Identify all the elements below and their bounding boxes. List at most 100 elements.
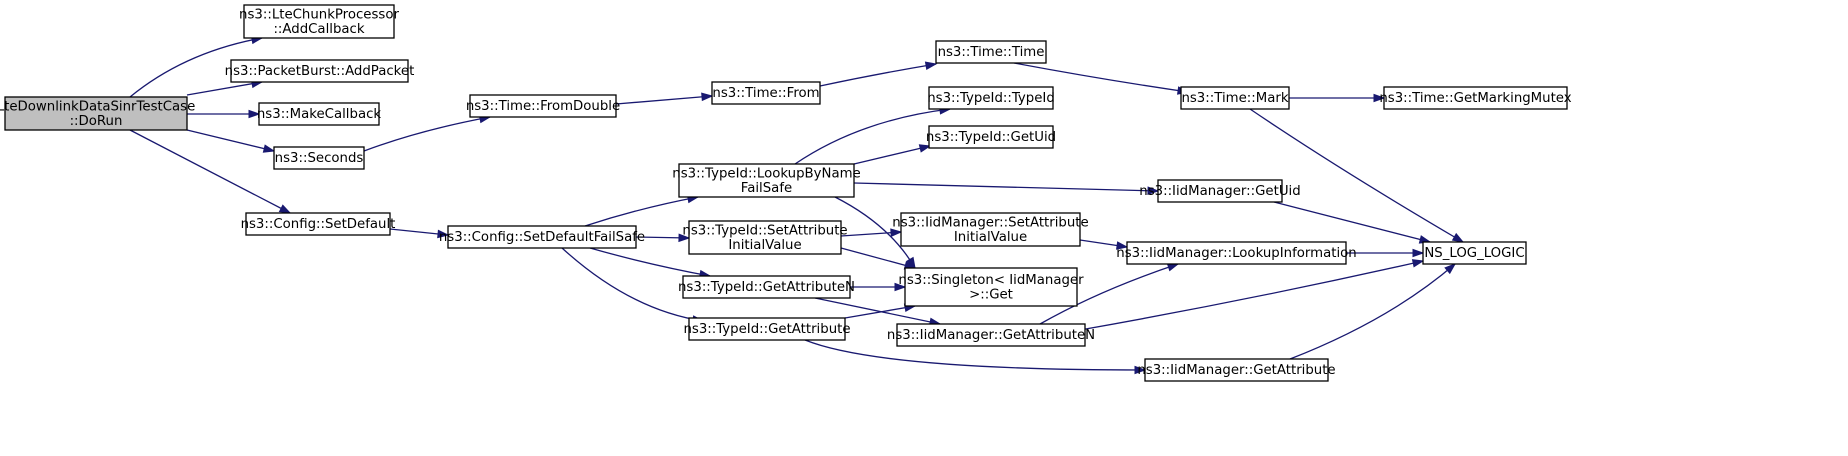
node-box[interactable] — [935, 40, 1047, 64]
node-getmarkingmutex[interactable]: ns3::Time::GetMarkingMutex — [1379, 86, 1572, 110]
edge-line — [853, 145, 931, 165]
node-iidlookupinfo[interactable]: ns3::IidManager::LookupInformation — [1116, 241, 1357, 265]
edge-root-to-setdefault — [129, 129, 292, 214]
arrowhead — [1166, 263, 1180, 272]
arrowhead — [890, 228, 903, 238]
node-box[interactable] — [896, 323, 1086, 347]
node-label: FailSafe — [741, 181, 792, 196]
node-iidgetuid[interactable]: ns3::IidManager::GetUid — [1139, 179, 1301, 203]
node-typeidctor[interactable]: ns3::TypeId::TypeId — [927, 86, 1055, 110]
edge-line — [804, 339, 1146, 371]
arrowhead — [1147, 186, 1160, 195]
node-addcb[interactable]: ns3::LteChunkProcessor::AddCallback — [239, 4, 399, 39]
edge-setdefault-to-setdefaultfailsafe — [389, 228, 450, 239]
edge-setdefaultfailsafe-to-setattrinit — [635, 233, 691, 243]
node-box[interactable] — [1157, 179, 1283, 203]
node-nslog[interactable]: NS_LOG_LOGIC — [1422, 241, 1527, 265]
node-label: ns3::Singleton< IidManager — [898, 273, 1084, 288]
node-getattr[interactable]: ns3::TypeId::GetAttribute — [683, 317, 851, 341]
node-seconds[interactable]: ns3::Seconds — [273, 146, 365, 170]
arrowhead — [918, 144, 932, 153]
edge-line — [589, 247, 711, 277]
arrowhead — [1412, 248, 1425, 258]
node-box[interactable] — [904, 267, 1078, 307]
node-box[interactable] — [230, 59, 409, 83]
node-label: LteDownlinkDataSinrTestCase — [0, 99, 195, 114]
edge-line — [584, 196, 699, 227]
arrowhead — [437, 229, 450, 239]
arrowhead — [1451, 232, 1465, 243]
node-root[interactable]: LteDownlinkDataSinrTestCase::DoRun — [0, 96, 195, 131]
edge-line — [1249, 108, 1464, 243]
node-iidsetattrinit[interactable]: ns3::IidManager::SetAttributeInitialValu… — [892, 212, 1089, 247]
edge-line — [1289, 263, 1456, 360]
node-label: ns3::Config::SetDefaultFailSafe — [439, 230, 645, 245]
node-box[interactable] — [928, 125, 1054, 149]
node-box[interactable] — [682, 275, 851, 299]
arrowhead — [278, 204, 292, 214]
node-box[interactable] — [711, 81, 821, 105]
node-label: >::Get — [969, 287, 1013, 302]
node-singleton[interactable]: ns3::Singleton< IidManager>::Get — [898, 267, 1084, 307]
arrowhead — [1444, 263, 1457, 275]
node-box[interactable] — [447, 225, 637, 249]
node-label: ns3::Time::GetMarkingMutex — [1379, 91, 1571, 106]
node-box[interactable] — [678, 163, 855, 198]
node-addpkt[interactable]: ns3::PacketBurst::AddPacket — [225, 59, 415, 83]
edge-line — [1013, 62, 1189, 93]
node-label: ns3::TypeId::TypeId — [927, 91, 1055, 106]
edge-line — [129, 129, 291, 214]
node-label: ns3::Time::FromDouble — [466, 99, 620, 114]
node-label: ns3::IidManager::GetAttribute — [1137, 363, 1335, 378]
edge-line — [615, 95, 713, 105]
node-box[interactable] — [1144, 358, 1329, 382]
arrowhead — [678, 233, 691, 243]
node-box[interactable] — [928, 86, 1054, 110]
edge-line — [814, 297, 941, 325]
node-setdefault[interactable]: ns3::Config::SetDefault — [241, 212, 396, 236]
node-typeidgetuid[interactable]: ns3::TypeId::GetUid — [926, 125, 1056, 149]
nodes-layer: LteDownlinkDataSinrTestCase::DoRun ns3::L… — [0, 4, 1572, 382]
node-box[interactable] — [688, 220, 842, 255]
node-getattrn[interactable]: ns3::TypeId::GetAttributeN — [678, 275, 855, 299]
edge-getattr-to-iidgetattr — [804, 339, 1147, 375]
node-label: ns3::Seconds — [275, 151, 364, 166]
node-box[interactable] — [1383, 86, 1568, 110]
node-label: ns3::PacketBurst::AddPacket — [225, 64, 415, 79]
edge-line — [186, 129, 275, 152]
edge-lookupbyname-to-iidgetuid — [853, 182, 1160, 195]
node-box[interactable] — [258, 102, 380, 126]
node-label: ns3::IidManager::GetUid — [1139, 184, 1300, 199]
node-box[interactable] — [1422, 241, 1527, 265]
node-box[interactable] — [1126, 241, 1347, 265]
node-mark[interactable]: ns3::Time::Mark — [1180, 86, 1290, 110]
node-box[interactable] — [245, 212, 391, 236]
node-iidgetattr[interactable]: ns3::IidManager::GetAttribute — [1137, 358, 1336, 382]
edge-line — [129, 37, 263, 98]
arrowhead — [1134, 365, 1147, 375]
arrowhead — [701, 92, 714, 102]
node-label: ns3::IidManager::LookupInformation — [1116, 246, 1356, 261]
node-makecb[interactable]: ns3::MakeCallback — [257, 102, 382, 126]
node-from[interactable]: ns3::Time::From — [711, 81, 821, 105]
node-box[interactable] — [243, 4, 395, 39]
edge-setdefaultfailsafe-to-lookupbyname — [584, 194, 700, 227]
edge-line — [186, 81, 263, 96]
node-setdefaultfailsafe[interactable]: ns3::Config::SetDefaultFailSafe — [439, 225, 645, 249]
node-box[interactable] — [4, 96, 188, 131]
node-label: InitialValue — [728, 238, 801, 253]
node-label: ns3::TypeId::LookupByName — [672, 166, 860, 181]
node-time[interactable]: ns3::Time::Time — [935, 40, 1047, 64]
node-box[interactable] — [273, 146, 365, 170]
node-box[interactable] — [1180, 86, 1290, 110]
node-fromdouble[interactable]: ns3::Time::FromDouble — [466, 94, 620, 118]
node-box[interactable] — [688, 317, 846, 341]
node-box[interactable] — [469, 94, 617, 118]
node-label: ns3::IidManager::SetAttribute — [892, 215, 1088, 230]
edge-line — [363, 116, 491, 152]
node-box[interactable] — [900, 212, 1081, 247]
node-iidgetattrn[interactable]: ns3::IidManager::GetAttributeN — [887, 323, 1095, 347]
